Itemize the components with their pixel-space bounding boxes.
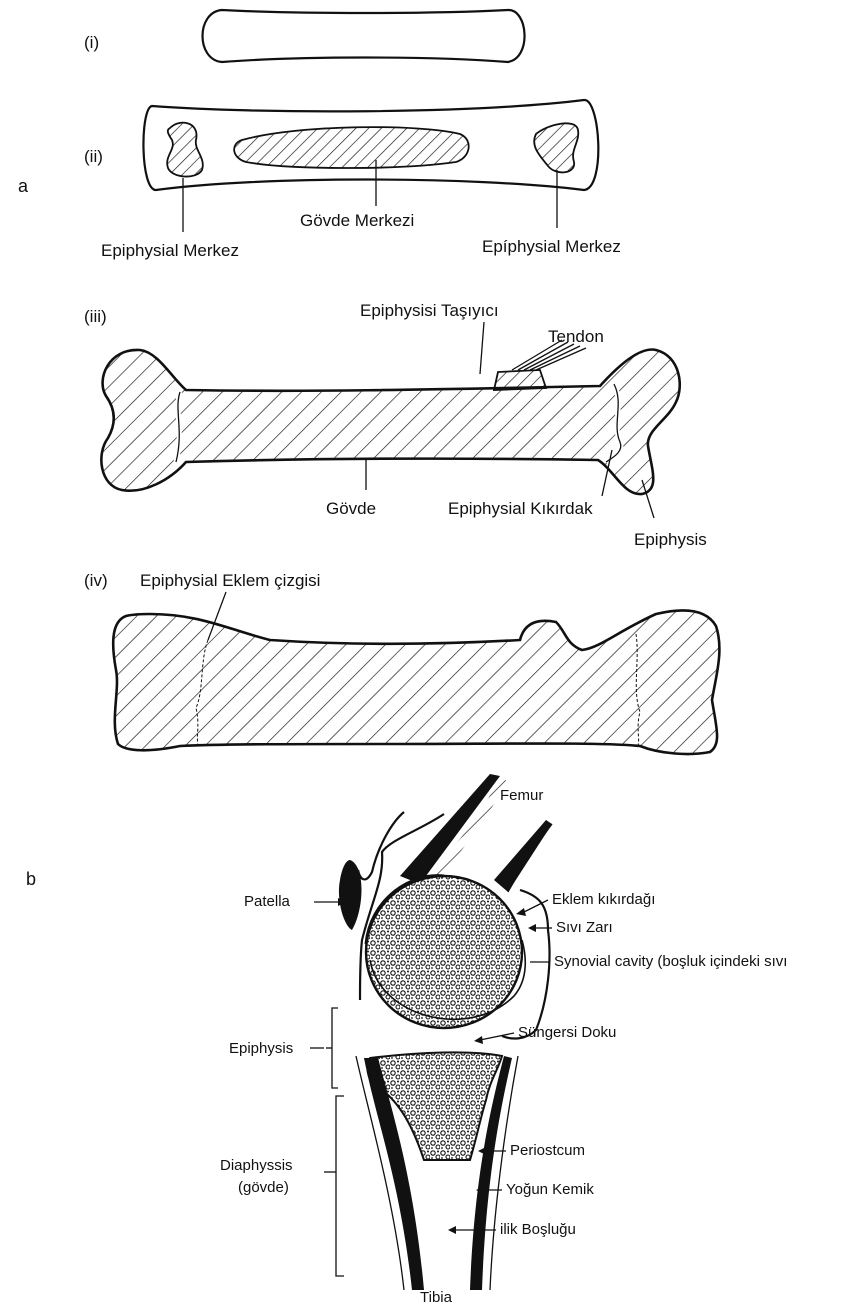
stage-ii-label: (ii) bbox=[84, 147, 103, 166]
label-govde-merkezi: Gövde Merkezi bbox=[300, 211, 414, 230]
label-patella: Patella bbox=[244, 893, 291, 910]
stage-iv-bone bbox=[113, 610, 719, 754]
label-diaphyssis: Diaphyssis bbox=[220, 1157, 293, 1174]
label-femur: Femur bbox=[500, 787, 543, 804]
label-epiphysial-eklem-cizgisi: Epiphysial Eklem çizgisi bbox=[140, 571, 320, 590]
femur-shaft-left bbox=[400, 774, 500, 884]
leader-tasiyici bbox=[480, 322, 484, 374]
bracket-diaphyssis bbox=[336, 1096, 344, 1276]
label-epiphysisi-tasiyici: Epiphysisi Taşıyıcı bbox=[360, 301, 499, 320]
femur-shaft-right bbox=[494, 820, 552, 892]
stage-iii-bone bbox=[101, 349, 679, 494]
label-govde: Gövde bbox=[326, 499, 376, 518]
section-b-label: b bbox=[26, 869, 36, 889]
label-yogun-kemik: Yoğun Kemik bbox=[506, 1181, 594, 1198]
label-tibia: Tibia bbox=[420, 1289, 453, 1306]
tuberosity-shape bbox=[494, 370, 546, 390]
label-epiphysis-b: Epiphysis bbox=[229, 1040, 293, 1057]
stage-iii-label: (iii) bbox=[84, 307, 107, 326]
label-tendon: Tendon bbox=[548, 327, 604, 346]
stage-iv-label: (iv) bbox=[84, 571, 108, 590]
label-periostcum: Periostcum bbox=[510, 1142, 585, 1159]
shaft-center-shape bbox=[234, 127, 469, 168]
label-epiphysial-merkez-right: Epíphysial Merkez bbox=[482, 237, 621, 256]
label-eklem-kikirdagi: Eklem kıkırdağı bbox=[552, 891, 655, 908]
label-epiphysis-a: Epiphysis bbox=[634, 530, 707, 549]
label-sivi-zari: Sıvı Zarı bbox=[556, 919, 613, 936]
label-ilik-boslugu: ilik Boşluğu bbox=[500, 1221, 576, 1238]
epiphyseal-center-right-shape bbox=[534, 123, 578, 172]
label-epiphysial-merkez-left: Epiphysial Merkez bbox=[101, 241, 239, 260]
section-a-label: a bbox=[18, 176, 29, 196]
epiphyseal-center-left-shape bbox=[167, 123, 203, 177]
label-sungersi-doku: Süngersi Doku bbox=[518, 1024, 616, 1041]
bracket-epiphysis bbox=[332, 1008, 338, 1088]
label-synovial-cavity: Synovial cavity (boşluk içindeki sıvı bbox=[554, 953, 787, 970]
label-govde-paren: (gövde) bbox=[238, 1179, 289, 1196]
stage-i-label: (i) bbox=[84, 33, 99, 52]
stage-i-bone bbox=[203, 10, 525, 62]
patella-shape bbox=[339, 860, 362, 930]
femur-condyle bbox=[366, 876, 522, 1028]
label-epiphysial-kikirdak: Epiphysial Kıkırdak bbox=[448, 499, 593, 518]
